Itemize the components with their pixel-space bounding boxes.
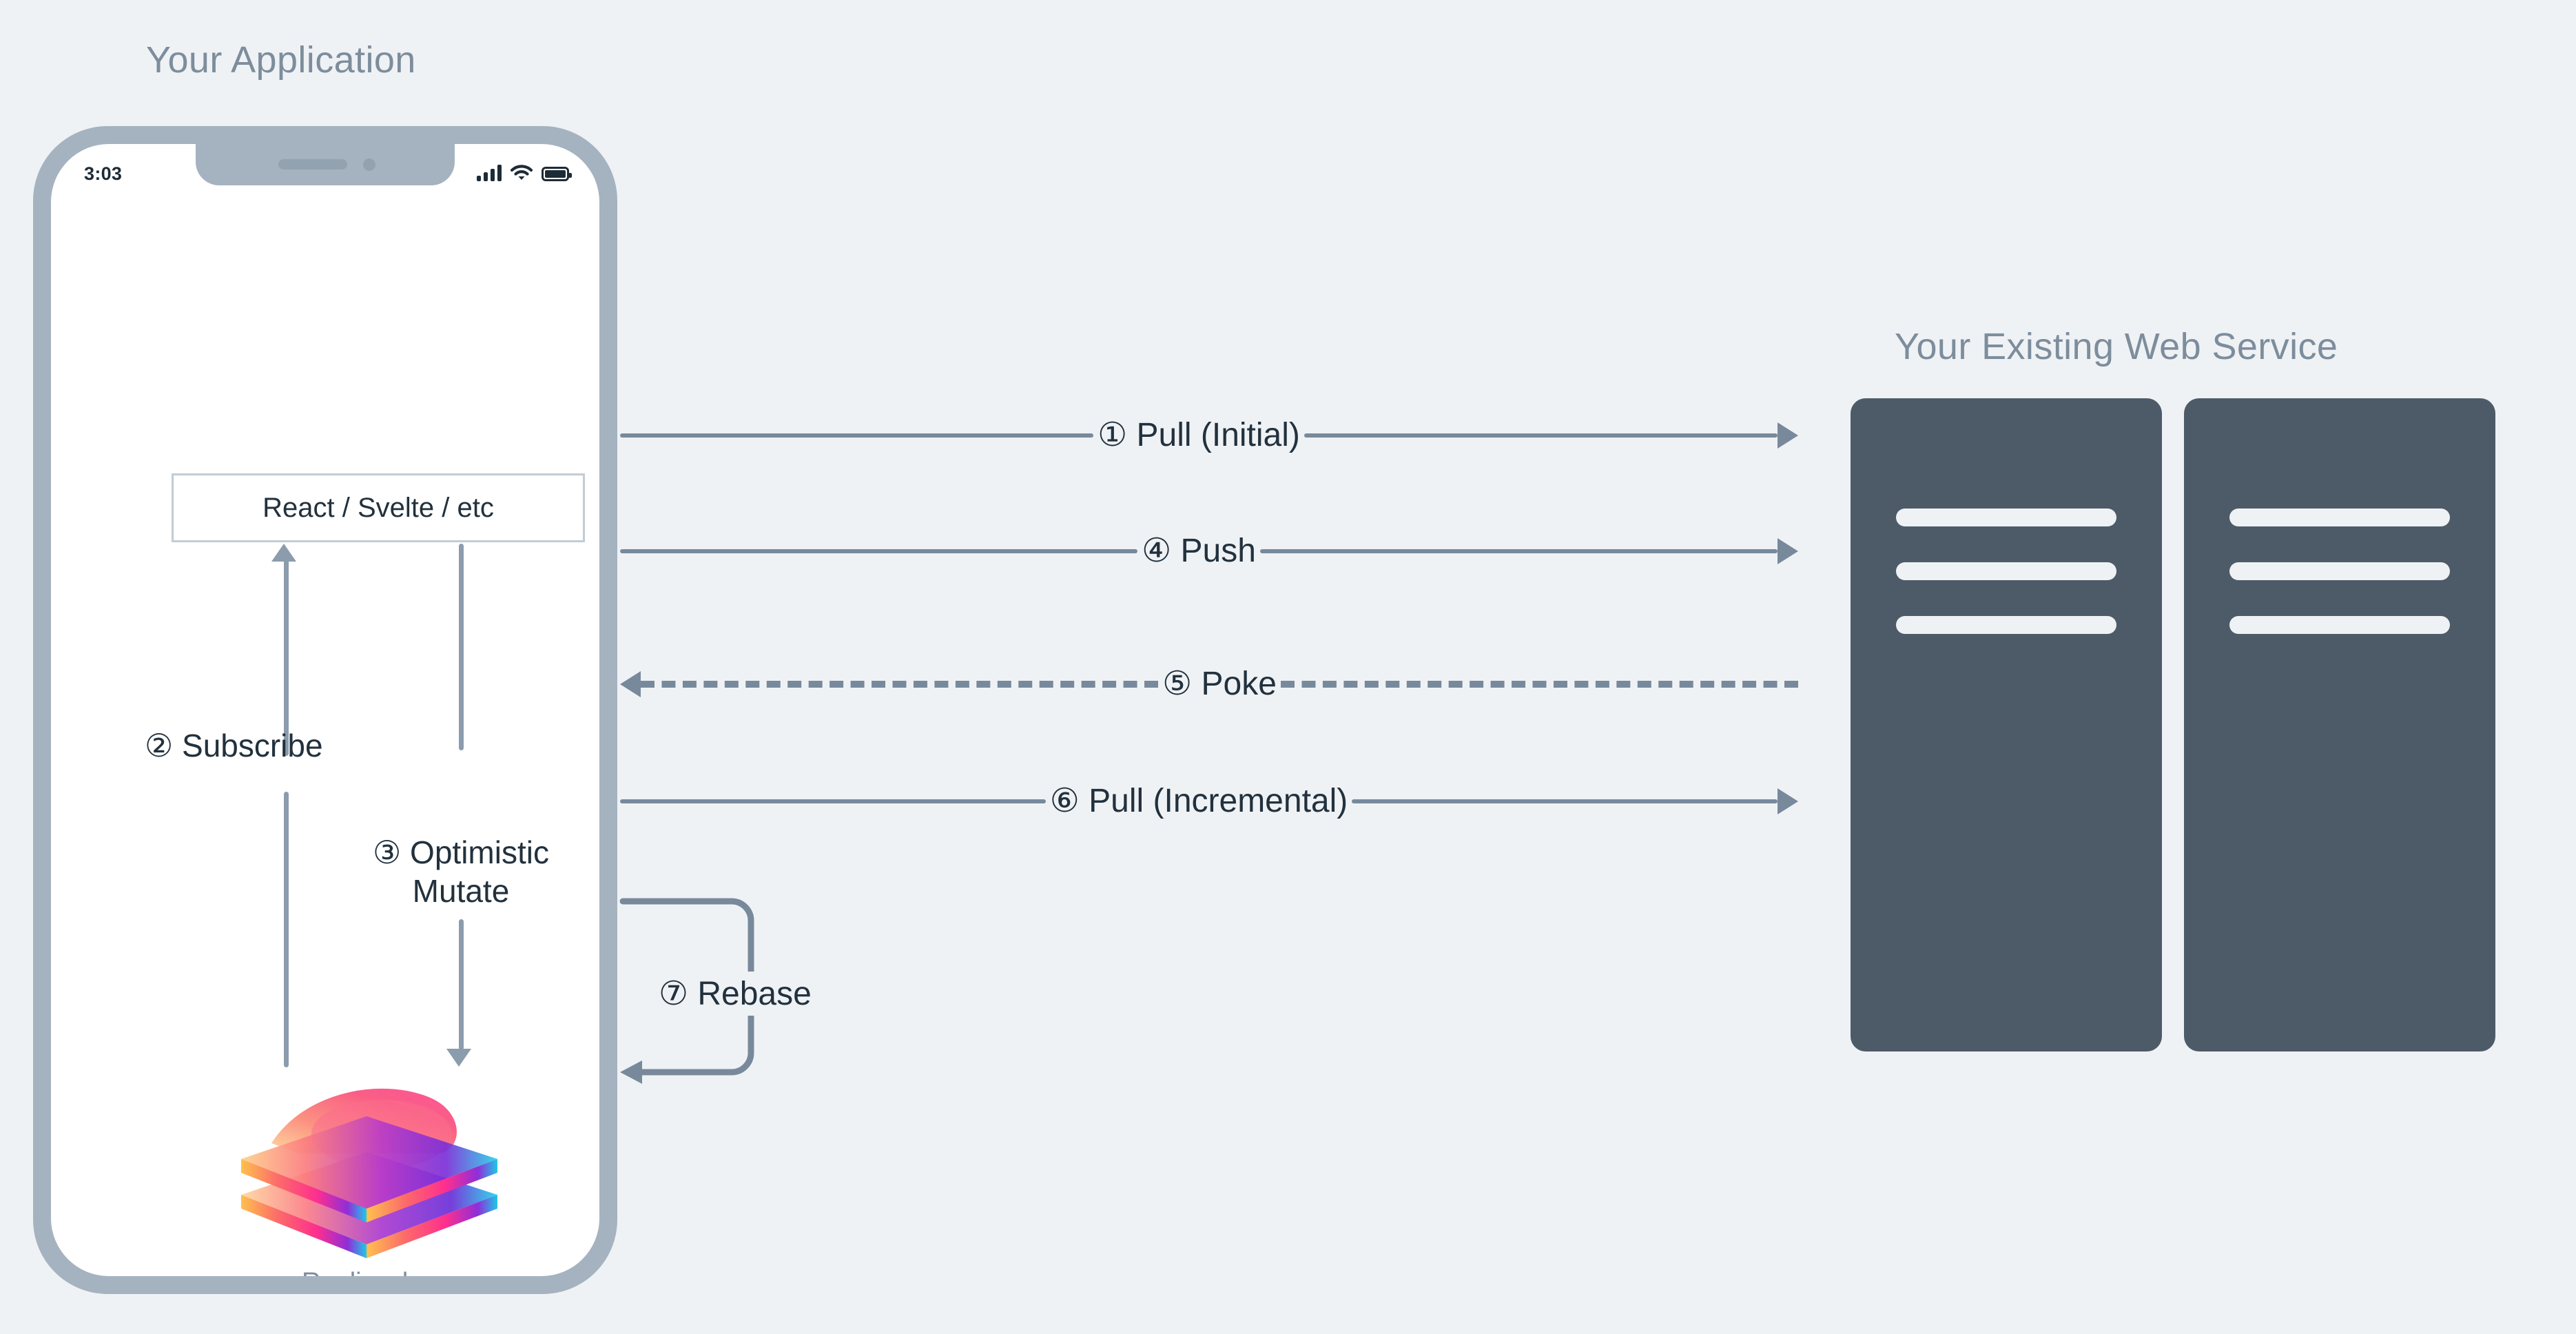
flow-label-subscribe: ② Subscribe — [145, 728, 323, 763]
replicache-logo-icon — [241, 1088, 497, 1258]
replicache-label: Replicache — [222, 1268, 511, 1276]
arrow-segment-right — [1304, 433, 1778, 438]
arrow-segment-left — [620, 549, 1138, 553]
arrowhead-left-icon — [620, 671, 641, 697]
server-rack-2 — [2184, 398, 2495, 1051]
flow-arrow-pull-incremental: ⑥ Pull (Incremental) — [620, 785, 1798, 818]
server-bar — [1896, 509, 2116, 526]
flow-label-optimistic-mutate: ③ Optimistic Mutate — [373, 834, 549, 910]
wifi-icon — [510, 165, 533, 181]
server-rack-1 — [1851, 398, 2162, 1051]
server-bar — [1896, 562, 2116, 580]
framework-box-label: React / Svelte / etc — [262, 492, 494, 523]
flow-arrow-push: ④ Push — [620, 535, 1798, 568]
status-bar-icons — [477, 165, 572, 181]
replicache-block: Replicache — [222, 1071, 511, 1276]
phone-device: 3:03 React / Svelte / etc — [33, 126, 617, 1294]
flow-arrow-rebase: ⑦ Rebase — [613, 889, 1040, 1109]
server-bar — [2229, 509, 2450, 526]
flow-label-poke: ⑤ Poke — [1162, 666, 1277, 702]
arrowhead-right-icon — [1778, 422, 1799, 449]
server-bar — [2229, 562, 2450, 580]
cellular-signal-icon — [477, 165, 502, 181]
flow-arrow-poke: ⑤ Poke — [620, 668, 1798, 701]
front-camera-icon — [363, 158, 375, 171]
service-section-title: Your Existing Web Service — [1895, 326, 2338, 367]
server-bar — [1896, 616, 2116, 634]
arrowhead-right-icon — [1778, 788, 1798, 814]
status-bar-time: 3:03 — [84, 163, 123, 184]
arrow-segment-right — [1280, 681, 1798, 688]
flow-label-rebase: ⑦ Rebase — [653, 972, 817, 1016]
arrow-segment-left — [620, 799, 1046, 803]
app-section-title: Your Application — [146, 39, 416, 81]
battery-icon — [542, 167, 572, 181]
subscribe-arrow-line-top — [284, 557, 289, 756]
arrow-segment-left — [641, 681, 1159, 688]
mutate-arrow-line-top — [459, 544, 464, 750]
arrow-segment-right — [1352, 799, 1778, 803]
flow-label-pull-initial: ① Pull (Initial) — [1098, 417, 1300, 453]
subscribe-arrow-line-bottom — [284, 792, 289, 1067]
phone-notch — [196, 144, 455, 185]
flow-arrow-pull-initial: ① Pull (Initial) — [620, 419, 1799, 452]
flow-label-pull-incremental: ⑥ Pull (Incremental) — [1049, 783, 1348, 819]
earpiece-speaker-icon — [278, 159, 347, 170]
arrowhead-right-icon — [1778, 538, 1798, 564]
mutate-arrowhead-icon — [446, 1049, 471, 1067]
flow-label-push: ④ Push — [1142, 533, 1256, 569]
arrow-segment-right — [1259, 549, 1778, 553]
server-bar — [2229, 616, 2450, 634]
mutate-arrow-line-bottom — [459, 919, 464, 1050]
framework-box: React / Svelte / etc — [172, 473, 585, 542]
phone-screen: 3:03 React / Svelte / etc — [51, 144, 599, 1276]
arrow-segment-left — [620, 433, 1094, 438]
